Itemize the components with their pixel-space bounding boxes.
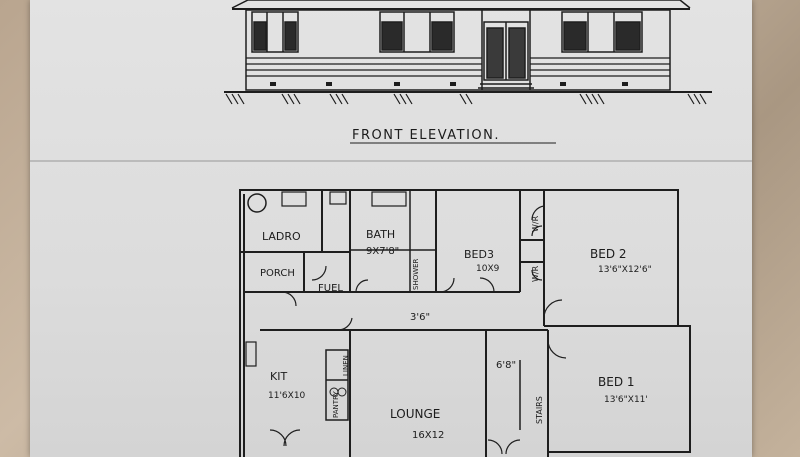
stove bbox=[245, 341, 257, 367]
sink-2 bbox=[337, 387, 347, 397]
bed3-label: BED3 bbox=[464, 248, 494, 261]
copper-circle bbox=[247, 193, 267, 213]
wr-upper-label: W/R bbox=[531, 215, 540, 232]
window-center bbox=[379, 11, 455, 53]
lounge-size: 16X12 bbox=[412, 430, 444, 441]
bed2-label: BED 2 bbox=[590, 247, 627, 261]
trough bbox=[281, 191, 307, 207]
floor-plan-drawing bbox=[239, 189, 691, 457]
bed3-size: 10X9 bbox=[476, 264, 500, 274]
shower-label: SHOWER bbox=[412, 258, 420, 290]
front-wall bbox=[245, 9, 671, 91]
paper-fold-line bbox=[30, 160, 752, 162]
bed1-size: 13'6"X11' bbox=[604, 395, 648, 405]
outer-wall bbox=[239, 189, 691, 457]
wr-lower-label: W/R bbox=[531, 265, 540, 282]
stumps bbox=[270, 82, 628, 86]
bath-size: 9X7'8" bbox=[366, 246, 399, 257]
linen-label: LINEN bbox=[342, 355, 350, 376]
window-right bbox=[561, 11, 643, 53]
kitchen-size: 11'6X10 bbox=[268, 391, 306, 401]
porch-label: PORCH bbox=[260, 268, 295, 279]
room-labels: LADRO BATH 9X7'8" SHOWER BED3 10X9 W/R W… bbox=[260, 215, 652, 441]
pantry-label: PANTRY bbox=[332, 391, 340, 418]
bath-tub bbox=[371, 191, 407, 207]
bed1-label: BED 1 bbox=[598, 375, 635, 389]
door-swings bbox=[269, 205, 567, 455]
front-steps bbox=[478, 83, 534, 89]
fuel-label: FUEL bbox=[318, 283, 343, 294]
weatherboards bbox=[246, 57, 670, 77]
wc bbox=[329, 191, 347, 205]
laundry-label: LADRO bbox=[262, 230, 301, 243]
window-left bbox=[251, 11, 299, 53]
front-door bbox=[483, 21, 529, 81]
kitchen-label: KIT bbox=[270, 370, 287, 383]
roof-line bbox=[231, 0, 691, 9]
hall-size: 3'6" bbox=[410, 312, 430, 323]
entry-size: 6'8" bbox=[496, 360, 516, 371]
ground-hatching bbox=[225, 93, 707, 105]
front-elevation-drawing bbox=[224, 0, 712, 105]
elevation-title: FRONT ELEVATION. bbox=[352, 128, 500, 143]
bath-label: BATH bbox=[366, 228, 395, 241]
bed2-size: 13'6"X12'6" bbox=[598, 265, 652, 275]
lounge-label: LOUNGE bbox=[390, 407, 440, 421]
stairs-label: STAIRS bbox=[535, 396, 544, 424]
